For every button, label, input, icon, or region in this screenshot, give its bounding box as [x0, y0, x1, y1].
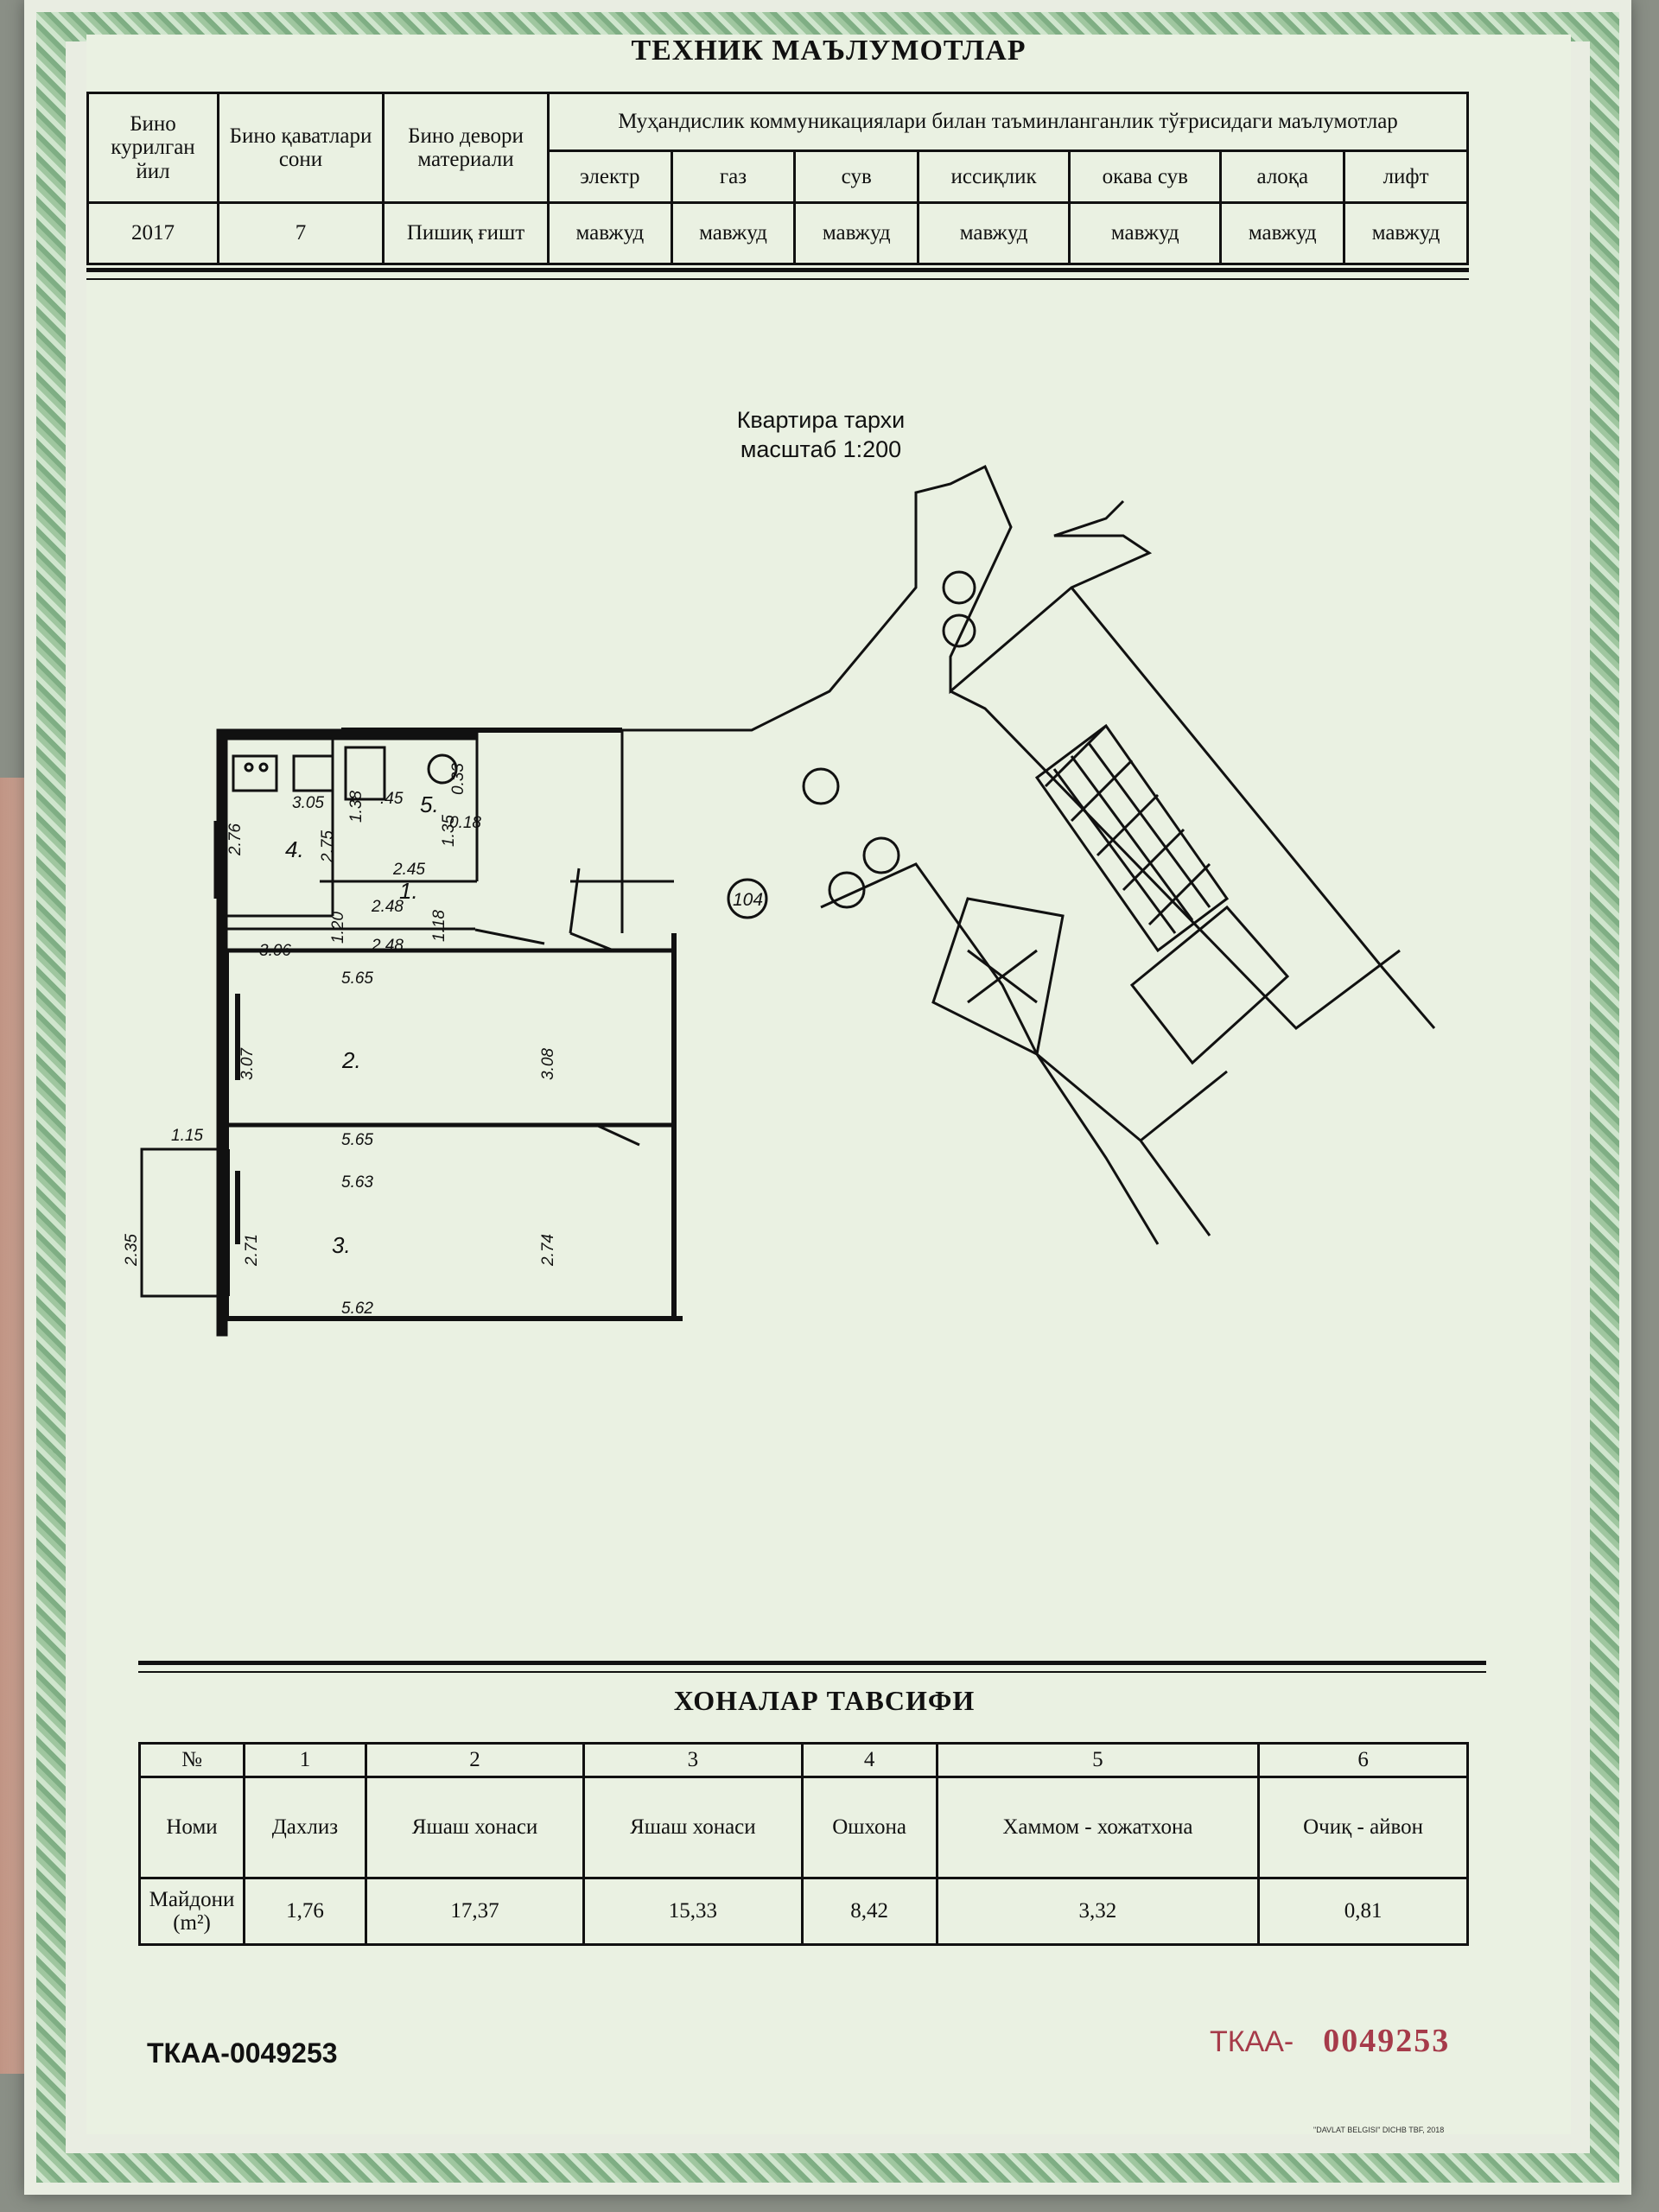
tech-h-wall: Бино девори материали — [382, 92, 550, 204]
tech-sub-comm: алоқа — [1219, 149, 1346, 204]
dim-138: 1.38 — [347, 791, 365, 823]
rooms-num-4: 4 — [800, 1742, 938, 1778]
rooms-num-2: 2 — [364, 1742, 586, 1778]
plan-title: Квартира тархи — [736, 407, 906, 433]
dim-562: 5.62 — [341, 1300, 373, 1318]
room-label-4: 4. — [285, 836, 304, 862]
dim-308: 3.08 — [539, 1048, 557, 1080]
document-body: ТЕХНИК МАЪЛУМОТЛАР Бино курилган йил Бин… — [86, 35, 1571, 2134]
rooms-h-name: Номи — [138, 1776, 245, 1879]
dim-565b: 5.65 — [341, 1131, 373, 1149]
room-label-2: 2. — [341, 1047, 361, 1073]
dim-305: 3.05 — [292, 794, 324, 812]
dim-118: 1.18 — [430, 910, 448, 942]
rooms-num-1: 1 — [243, 1742, 367, 1778]
rooms-name-5: Хаммом - хожатхона — [935, 1776, 1261, 1879]
dim-018: 0.18 — [449, 814, 481, 832]
tech-val-electric: мавжуд — [547, 201, 673, 265]
dim-135: 1.35 — [440, 815, 458, 847]
rooms-name-6: Очиқ - айвон — [1257, 1776, 1469, 1879]
tech-val-comm: мавжуд — [1219, 201, 1346, 265]
tech-year: 2017 — [86, 201, 219, 265]
dim-120: 1.20 — [329, 912, 347, 944]
tech-val-gas: мавжуд — [670, 201, 797, 265]
dim-245a: 2.45 — [392, 861, 425, 879]
serial-number-right: ТКАА- 0049253 — [1210, 2022, 1450, 2060]
dim-033: 0.33 — [449, 763, 467, 795]
tech-h-floors: Бино қаватлари сони — [217, 92, 385, 204]
rooms-h-no: № — [138, 1742, 245, 1778]
plan-scale: масштаб 1:200 — [740, 435, 902, 462]
tech-floors: 7 — [217, 201, 385, 265]
plan-caption: Квартира тархи масштаб 1:200 — [691, 406, 950, 465]
serial-right-prefix: ТКАА- — [1210, 2025, 1294, 2058]
dim-248b: 2.48 — [371, 937, 404, 955]
dim-274: 2.74 — [539, 1234, 557, 1267]
serial-right-number: 0049253 — [1323, 2023, 1451, 2059]
rule-top-1 — [86, 268, 1469, 272]
dim-248a: 2.48 — [371, 898, 404, 916]
rooms-num-6: 6 — [1257, 1742, 1469, 1778]
rooms-name-4: Ошхона — [800, 1776, 938, 1879]
dim-306: 3.06 — [259, 942, 291, 960]
rooms-num-3: 3 — [582, 1742, 804, 1778]
apartment-walls — [140, 728, 683, 1337]
tech-table: Бино курилган йил Бино қаватлари сони Би… — [86, 92, 1469, 265]
rooms-area-3: 15,33 — [582, 1877, 804, 1946]
tech-sub-electric: электр — [547, 149, 673, 204]
tech-wall: Пишиқ ғишт — [382, 201, 550, 265]
tech-val-water: мавжуд — [793, 201, 920, 265]
tech-sub-gas: газ — [670, 149, 797, 204]
floor-plan: 104 1. 2. 3. 4. 5. 3.05 2.76 2.75 3.06 1… — [123, 464, 1436, 1337]
rooms-h-area: Майдони (m²) — [138, 1877, 245, 1946]
dim-235: 2.35 — [123, 1234, 141, 1267]
dim-307: 3.07 — [238, 1047, 257, 1080]
tech-h-year: Бино курилган йил — [86, 92, 219, 204]
rooms-table: № 1 2 3 4 5 6 Номи Дахлиз Яшаш хонаси Яш… — [138, 1742, 1469, 1946]
room-label-5: 5. — [420, 791, 439, 817]
tech-sub-heat: иссиқлик — [917, 149, 1071, 204]
tech-val-sewer: мавжуд — [1068, 201, 1223, 265]
tech-val-heat: мавжуд — [917, 201, 1071, 265]
document-sheet: ТЕХНИК МАЪЛУМОТЛАР Бино курилган йил Бин… — [24, 0, 1631, 2195]
dim-275: 2.75 — [319, 830, 337, 863]
dim-271: 2.71 — [243, 1234, 261, 1267]
tech-sub-water: сув — [793, 149, 920, 204]
rule-top-2 — [86, 278, 1469, 280]
rooms-area-6: 0,81 — [1257, 1877, 1469, 1946]
tech-sub-lift: лифт — [1343, 149, 1469, 204]
rule-mid-1 — [138, 1661, 1486, 1665]
dim-565a: 5.65 — [341, 969, 373, 988]
serial-number-left: ТКАА-0049253 — [147, 2037, 338, 2069]
rooms-area-2: 17,37 — [364, 1877, 586, 1946]
tech-val-lift: мавжуд — [1343, 201, 1469, 265]
footnote: "DAVLAT BELGISI" DICHB TBF, 2018 — [1313, 2126, 1445, 2134]
dim-563: 5.63 — [341, 1173, 373, 1192]
apartment-number: 104 — [733, 890, 763, 910]
tech-h-comm: Муҳандислик коммуникациялари билан таъми… — [547, 92, 1469, 152]
rooms-area-4: 8,42 — [800, 1877, 938, 1946]
dim-115: 1.15 — [171, 1127, 203, 1145]
tech-sub-sewer: окава сув — [1068, 149, 1223, 204]
rooms-name-1: Дахлиз — [243, 1776, 367, 1879]
room-label-1: 1. — [399, 878, 418, 904]
stairwell — [622, 464, 1436, 1245]
dim-276: 2.76 — [226, 823, 245, 856]
rule-mid-2 — [138, 1671, 1486, 1673]
rooms-area-5: 3,32 — [935, 1877, 1261, 1946]
rooms-title: ХОНАЛАР ТАВСИФИ — [673, 1685, 976, 1716]
rooms-name-3: Яшаш хонаси — [582, 1776, 804, 1879]
document-title: ТЕХНИК МАЪЛУМОТЛАР — [631, 35, 1027, 67]
rooms-name-2: Яшаш хонаси — [364, 1776, 586, 1879]
rooms-num-5: 5 — [935, 1742, 1261, 1778]
dim-245b: .45 — [380, 790, 404, 808]
room-label-3: 3. — [332, 1232, 351, 1258]
rooms-area-1: 1,76 — [243, 1877, 367, 1946]
